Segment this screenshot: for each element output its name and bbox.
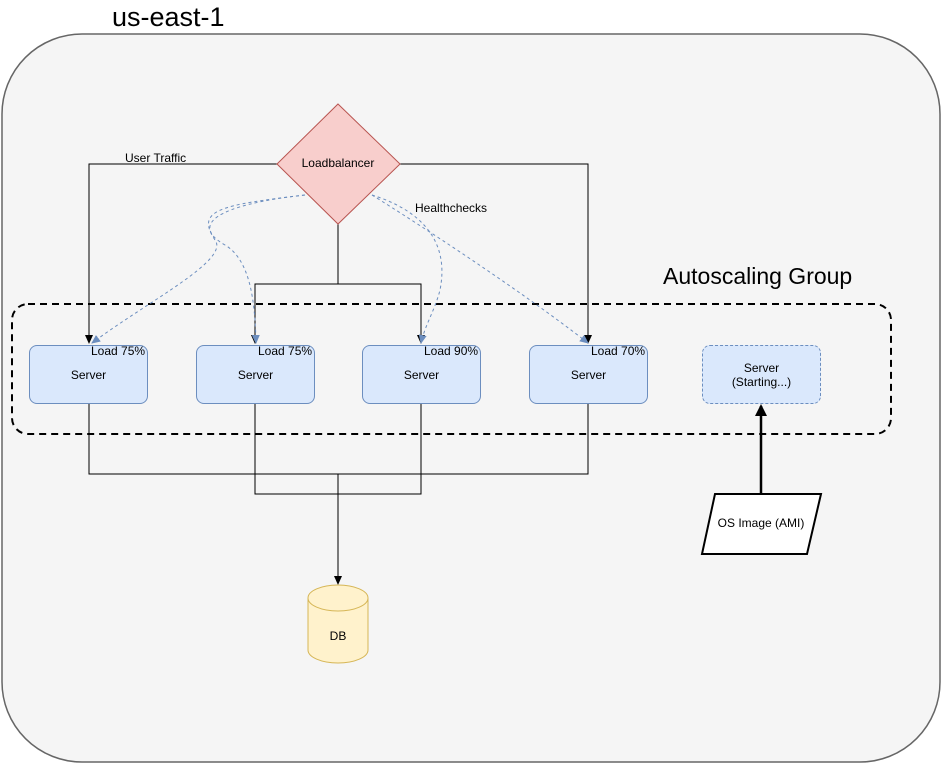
autoscaling-group-title: Autoscaling Group (663, 263, 853, 289)
starting-server-label: Server (743, 360, 780, 375)
server-1[interactable]: Server (29, 345, 148, 404)
loadbalancer-node[interactable] (276, 103, 401, 225)
server-2[interactable]: Server (196, 345, 315, 404)
database-label: DB (329, 629, 347, 643)
server-3-load: Load 90% (424, 344, 479, 358)
server-4-load: Load 70% (591, 344, 646, 358)
autoscaling-group-boundary (11, 303, 892, 435)
os-image-label: OS Image (AMI) (717, 516, 805, 530)
region-title: us-east-1 (112, 2, 225, 32)
server-starting[interactable]: Server (Starting...) (702, 345, 821, 404)
server-label: Server (237, 367, 274, 382)
healthchecks-label: Healthchecks (415, 201, 488, 215)
server-label: Server (403, 367, 440, 382)
loadbalancer-label: Loadbalancer (301, 156, 375, 170)
server-3[interactable]: Server (362, 345, 481, 404)
user-traffic-edges (85, 163, 592, 344)
server-2-load: Load 75% (258, 344, 313, 358)
db-edges (88, 404, 589, 585)
starting-server-status: (Starting...) (731, 374, 792, 389)
user-traffic-label: User Traffic (125, 151, 187, 165)
server-1-load: Load 75% (91, 344, 146, 358)
database-node[interactable] (307, 584, 369, 664)
healthcheck-edges (91, 194, 589, 344)
server-label: Server (570, 367, 607, 382)
os-image-node[interactable] (700, 493, 823, 555)
server-4[interactable]: Server (529, 345, 648, 404)
server-label: Server (70, 367, 107, 382)
